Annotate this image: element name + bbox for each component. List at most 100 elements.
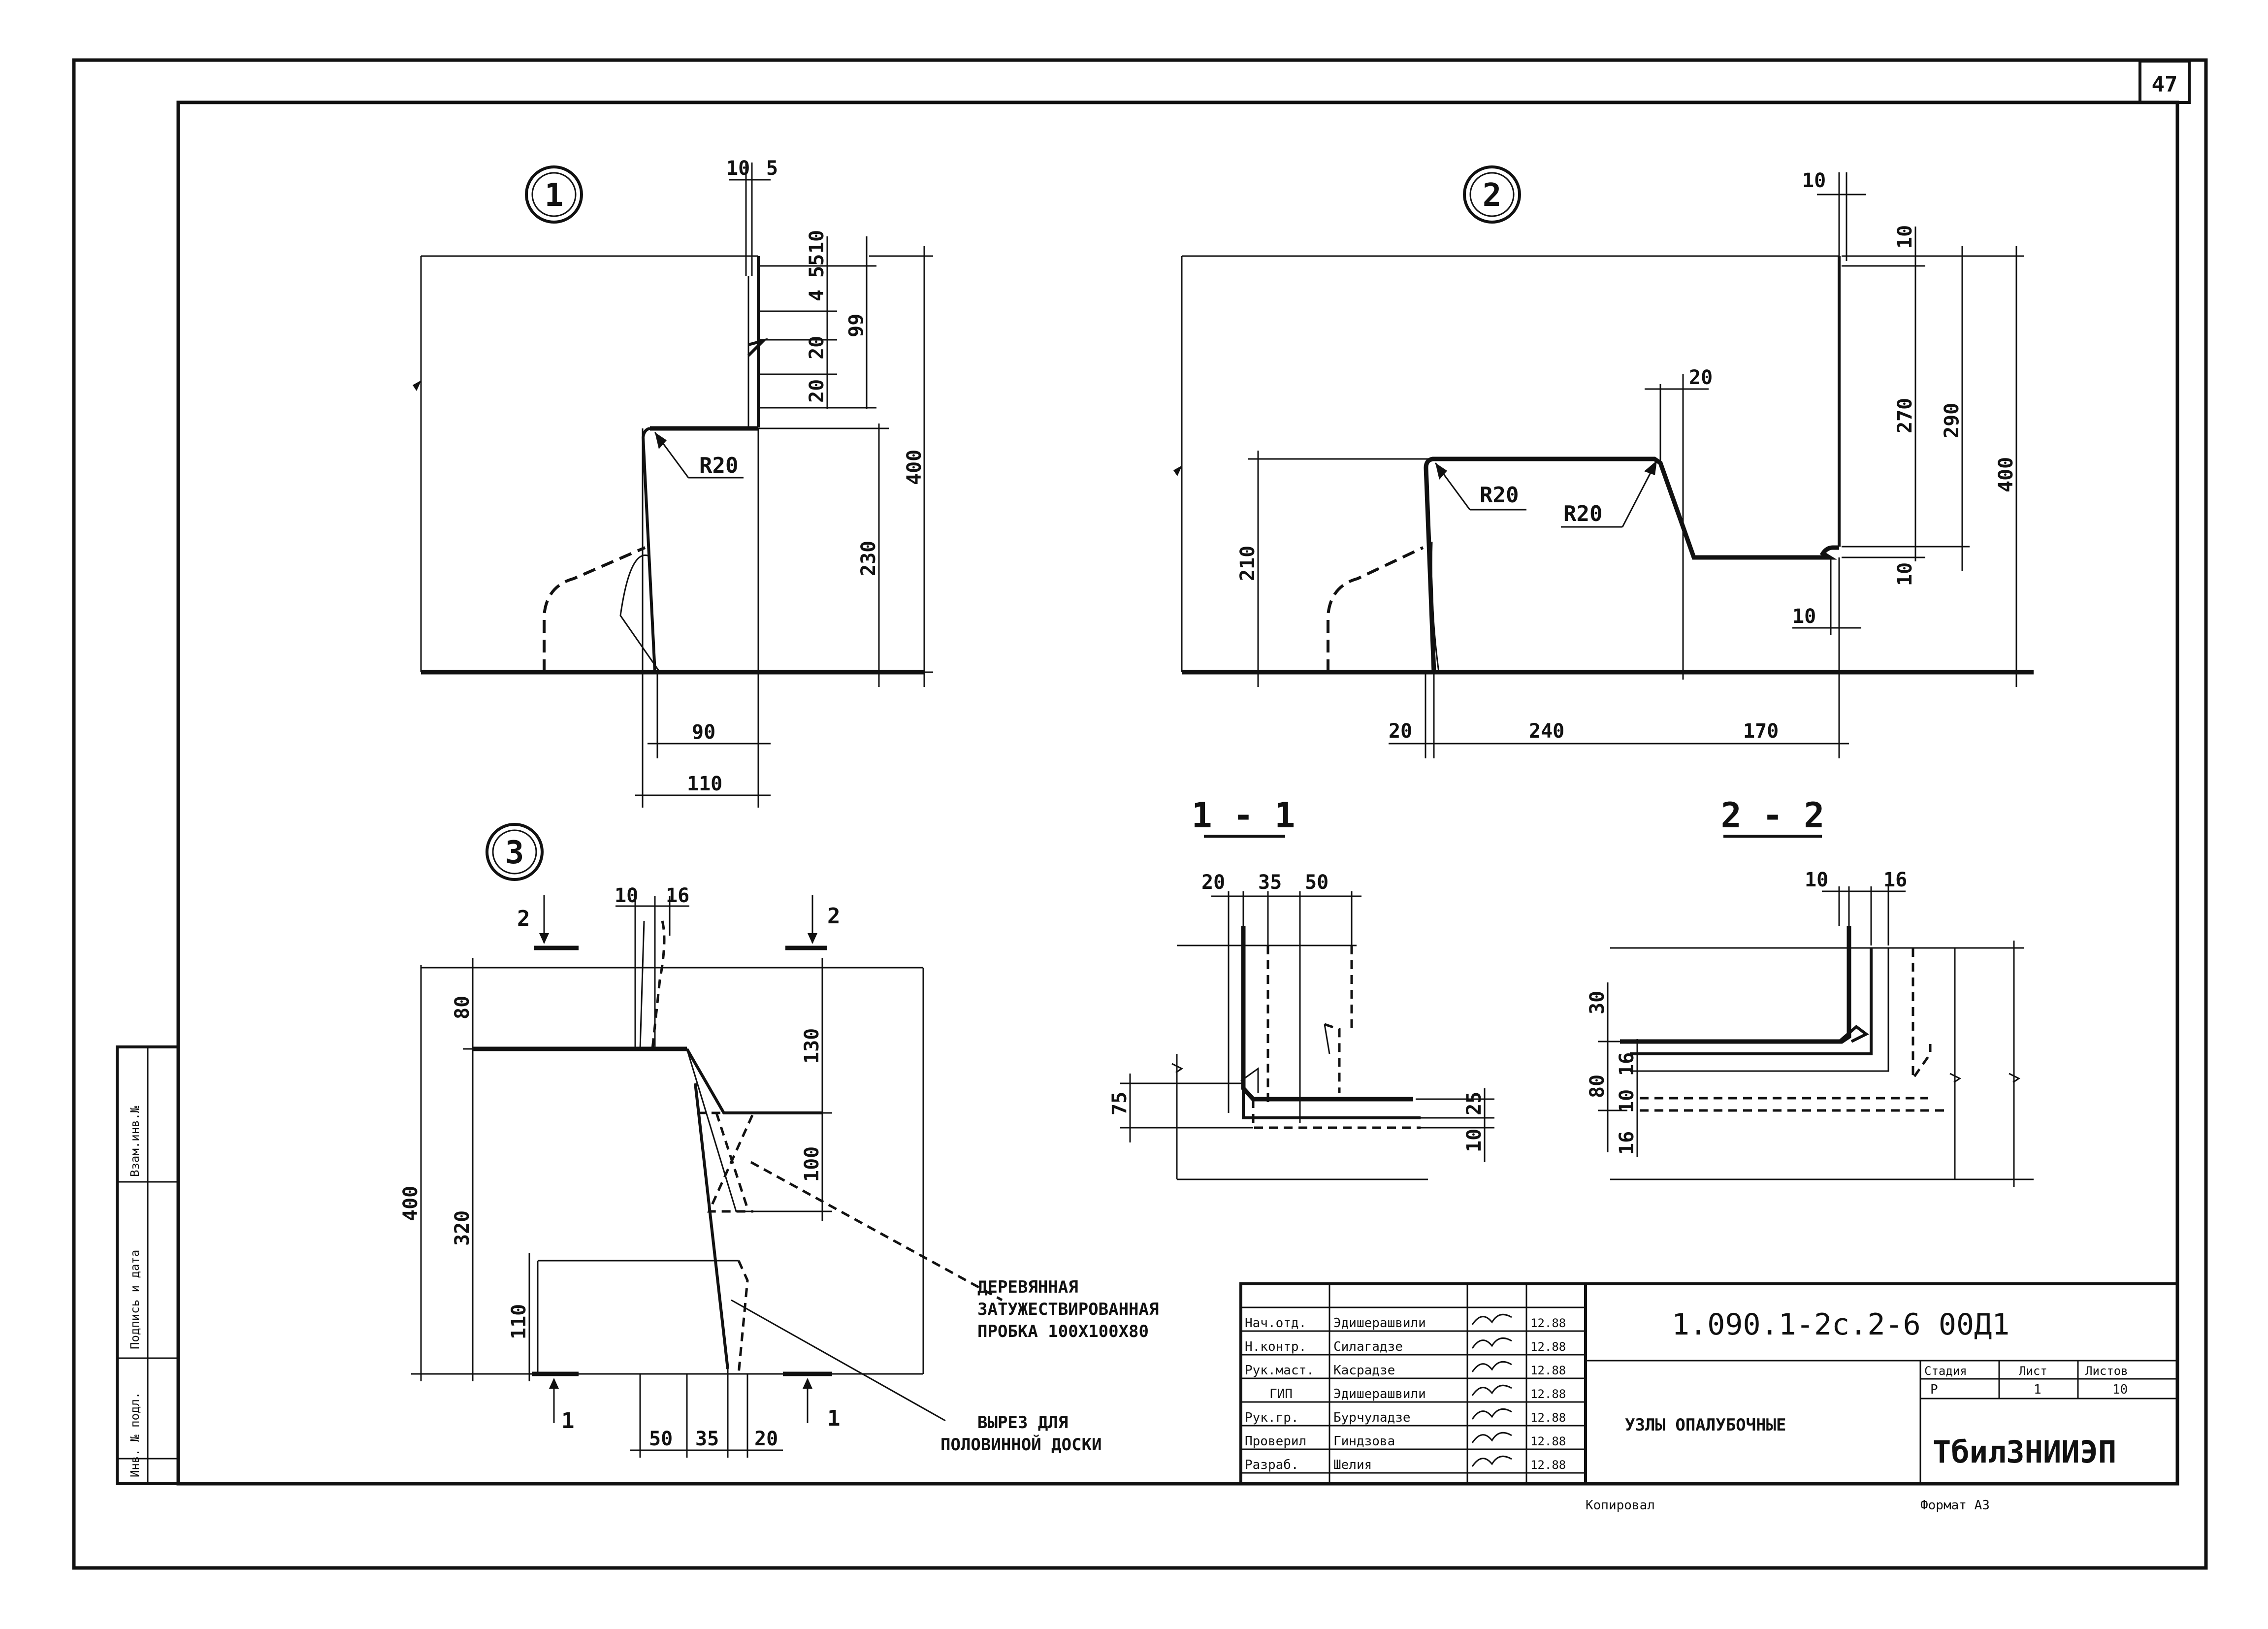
tb-date-3: 12.88 <box>1530 1364 1566 1377</box>
node-3-dim-16: 16 <box>666 884 689 907</box>
section-1-1-dim-35: 35 <box>1258 871 1282 894</box>
stamp-podpis: Подпись и дата <box>128 1250 142 1349</box>
node-1-dim-90: 90 <box>692 721 715 744</box>
outer-frame <box>72 58 2208 1570</box>
stamp-vzam: Взам.инв.№ <box>128 1106 142 1177</box>
section-1-1-dim-25: 25 <box>1463 1092 1486 1115</box>
section-2-2-dim-16b: 16 <box>1616 1131 1638 1155</box>
section-2-2-label: 2 - 2 <box>1721 795 1825 836</box>
node-1-radius: R20 <box>699 453 738 478</box>
tb-format: Формат А3 <box>1920 1498 1990 1513</box>
sheet-number-box <box>2138 60 2191 104</box>
node-2-dim-170: 170 <box>1743 720 1779 743</box>
node-1-dim-230: 230 <box>857 541 880 576</box>
tb-name-7: Шелия <box>1333 1458 1372 1472</box>
tb-name-6: Гиндзова <box>1333 1434 1395 1449</box>
section-1-1-dim-50: 50 <box>1305 871 1328 894</box>
note-2-line-2: ПОЛОВИННОЙ ДОСКИ <box>940 1434 1102 1455</box>
section-2-2-dim-16: 16 <box>1883 869 1907 891</box>
section-1-1: 1 - 1 20 35 50 75 25 10 <box>1108 795 1494 1180</box>
tb-code: 1.090.1-2с.2-6 00Д1 <box>1672 1307 2009 1342</box>
node-2-dim-10b: 10 <box>1894 562 1916 586</box>
tb-name-4: Эдишерашвили <box>1333 1387 1426 1401</box>
tb-sheets: 10 <box>2112 1382 2128 1397</box>
tb-date-6: 12.88 <box>1530 1434 1566 1448</box>
tb-date-4: 12.88 <box>1530 1387 1566 1401</box>
tb-date-5: 12.88 <box>1530 1411 1566 1425</box>
tb-date-1: 12.88 <box>1530 1316 1566 1330</box>
tb-name-1: Эдишерашвили <box>1333 1316 1426 1331</box>
node-1-dim-400: 400 <box>903 450 926 485</box>
node-1-label: 1 <box>545 177 564 214</box>
node-2-dim-h20: 20 <box>1389 720 1412 743</box>
node-3-dim-35: 35 <box>695 1428 719 1450</box>
section-1-1-dim-75: 75 <box>1108 1092 1131 1115</box>
node-2-label: 2 <box>1483 177 1502 214</box>
cut-2-left: 2 <box>517 906 530 931</box>
node-2-dim-10a: 10 <box>1894 225 1916 249</box>
node-2-dim-h10: 10 <box>1792 605 1816 628</box>
tb-sheets-header: Листов <box>2085 1364 2128 1378</box>
node-2-dim-210: 210 <box>1236 546 1259 581</box>
node-3-dim-400: 400 <box>399 1186 422 1221</box>
node-1-dim-top-b: 5 <box>766 157 778 180</box>
node-1-dim-10: 10 <box>806 230 828 254</box>
section-1-1-dim-20: 20 <box>1201 871 1225 894</box>
node-2-radius-left: R20 <box>1480 483 1519 508</box>
node-2-circle <box>1463 165 1521 224</box>
tb-sheet-header: Лист <box>2019 1364 2047 1378</box>
tb-date-2: 12.88 <box>1530 1340 1566 1354</box>
side-stamp: Инв. № подл. Подпись и дата Взам.инв.№ <box>116 1045 180 1485</box>
tb-role-7: Разраб. <box>1245 1458 1299 1472</box>
tb-role-2: Н.контр. <box>1245 1339 1306 1354</box>
node-3-dim-50: 50 <box>649 1428 673 1450</box>
tb-name-2: Силагадзе <box>1333 1339 1403 1354</box>
node-3-dim-80: 80 <box>451 996 474 1019</box>
node-3-dim-10: 10 <box>615 884 638 907</box>
node-2-dim-290: 290 <box>1941 403 1963 438</box>
section-2-2-dim-30: 30 <box>1586 991 1609 1014</box>
note-2-line-1: ВЫРЕЗ ДЛЯ <box>977 1413 1068 1433</box>
node-2: 2 R20 R20 20 10 <box>1173 165 2034 758</box>
node-1-dim-20a: 20 <box>806 336 828 359</box>
tb-stage: Р <box>1930 1382 1938 1397</box>
node-2-dim-240: 240 <box>1529 720 1564 743</box>
node-1-dim-top-a: 10 <box>726 157 750 180</box>
section-2-2-dim-10v: 10 <box>1616 1089 1638 1113</box>
node-2-radius-right: R20 <box>1563 501 1602 526</box>
section-1-1-label: 1 - 1 <box>1192 795 1296 836</box>
node-1-dim-20b: 20 <box>806 379 828 403</box>
tb-role-3: Рук.маст. <box>1245 1363 1314 1378</box>
node-2-dim-400: 400 <box>1995 457 2017 492</box>
node-1-circle <box>525 165 583 224</box>
tb-copied: Копировал <box>1586 1498 1655 1513</box>
stamp-inv-podl: Инв. № подл. <box>128 1392 142 1477</box>
tb-title: УЗЛЫ ОПАЛУБОЧНЫЕ <box>1625 1415 1786 1435</box>
node-2-dim-top-10: 10 <box>1802 169 1826 192</box>
tb-name-3: Касрадзе <box>1333 1363 1395 1378</box>
sheet-number: 47 <box>2152 72 2178 97</box>
cut-1-right: 1 <box>827 1406 841 1431</box>
note-1-line-2: ЗАТУЖЕСТВИРОВАННАЯ <box>977 1300 1159 1319</box>
tb-role-4: ГИП <box>1269 1387 1293 1401</box>
note-1-line-1: ДЕРЕВЯННАЯ <box>977 1277 1078 1297</box>
node-1-dim-110: 110 <box>687 773 722 795</box>
node-2-dim-270: 270 <box>1894 398 1916 433</box>
node-3-label: 3 <box>505 835 524 871</box>
inner-frame <box>176 100 2179 1486</box>
node-3-dim-100: 100 <box>801 1146 823 1182</box>
tb-role-5: Рук.гр. <box>1245 1410 1299 1425</box>
tb-role-6: Проверил <box>1245 1434 1306 1449</box>
cut-2-right: 2 <box>827 904 841 929</box>
node-3: 3 2 2 1 1 <box>399 823 1159 1458</box>
section-2-2-dim-80: 80 <box>1586 1075 1609 1098</box>
tb-role-1: Нач.отд. <box>1245 1316 1306 1331</box>
node-1-dim-99: 99 <box>845 314 868 337</box>
tb-org: ТбилЗНИИЭП <box>1933 1434 2116 1470</box>
node-3-dim-110: 110 <box>508 1304 530 1339</box>
node-3-circle <box>486 823 544 881</box>
tb-sheet: 1 <box>2034 1382 2041 1397</box>
node-3-dim-20: 20 <box>754 1428 778 1450</box>
node-2-dim-20: 20 <box>1689 366 1713 389</box>
